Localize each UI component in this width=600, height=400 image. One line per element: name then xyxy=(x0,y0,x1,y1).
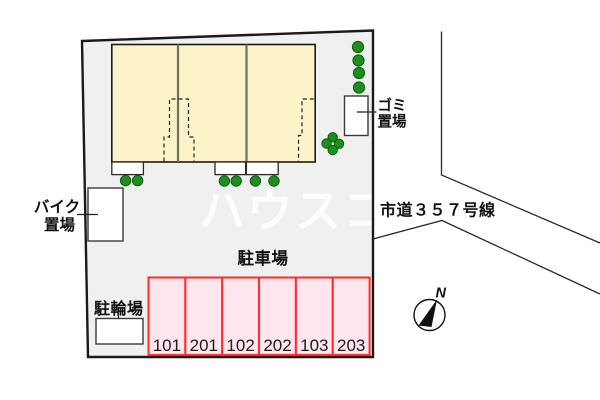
garbage-area-label: 置場 xyxy=(378,114,407,131)
tree-column-east xyxy=(351,40,366,94)
tree-cluster xyxy=(321,132,345,156)
stall-number: 103 xyxy=(300,336,328,355)
tree-icon xyxy=(333,138,345,150)
watermark-text: ハウスコ xyxy=(199,185,391,237)
stall-number: 203 xyxy=(337,336,365,355)
bike-storage-label: バイク xyxy=(34,198,80,216)
north-label: N xyxy=(436,286,447,302)
compass-icon: N xyxy=(413,286,447,332)
tree-icon xyxy=(327,144,338,156)
tree-icon xyxy=(352,66,366,80)
property-boundary xyxy=(80,29,375,359)
entrance-porch xyxy=(111,161,145,176)
parking-stalls: 101 201 102 202 103 203 xyxy=(147,276,371,356)
tree-row-front xyxy=(119,174,280,187)
parking-stall xyxy=(221,276,261,356)
building xyxy=(111,43,316,163)
parking-stall xyxy=(294,276,334,356)
tree-icon xyxy=(352,81,366,94)
tree-icon xyxy=(268,175,280,187)
bike-storage-label: 置場 xyxy=(44,216,76,234)
bicycle-parking-box xyxy=(95,317,144,345)
garbage-area-box xyxy=(343,95,369,137)
tree-icon xyxy=(119,174,132,187)
stall-number: 201 xyxy=(190,336,218,355)
parking-stall xyxy=(147,276,187,356)
tree-icon xyxy=(321,138,332,149)
road-edge-line xyxy=(440,31,600,244)
parking-stall xyxy=(258,276,297,356)
compass-needle xyxy=(418,299,437,327)
tree-icon xyxy=(352,54,365,67)
entrance-porch xyxy=(245,161,279,176)
stall-number: 102 xyxy=(226,336,254,355)
car-parking-label: 駐車場 xyxy=(238,248,289,268)
road-label: 市道３５７号線 xyxy=(380,201,496,220)
stair-outline xyxy=(297,98,314,162)
road-edge-line xyxy=(372,219,600,295)
stall-number: 202 xyxy=(263,336,291,355)
bicycle-parking-label: 駐輪場 xyxy=(94,299,144,318)
tree-icon xyxy=(218,175,231,187)
tree-icon xyxy=(327,132,338,143)
stair-outline xyxy=(163,98,195,162)
parking-stall xyxy=(331,276,371,356)
parking-stall xyxy=(184,276,224,356)
tree-icon xyxy=(131,174,144,187)
entrance-porch xyxy=(214,161,247,176)
tree-icon xyxy=(351,40,365,54)
garbage-area-label: ゴミ xyxy=(378,97,407,115)
stall-number: 101 xyxy=(153,336,181,355)
tree-icon xyxy=(249,175,262,187)
tree-icon xyxy=(230,175,242,187)
